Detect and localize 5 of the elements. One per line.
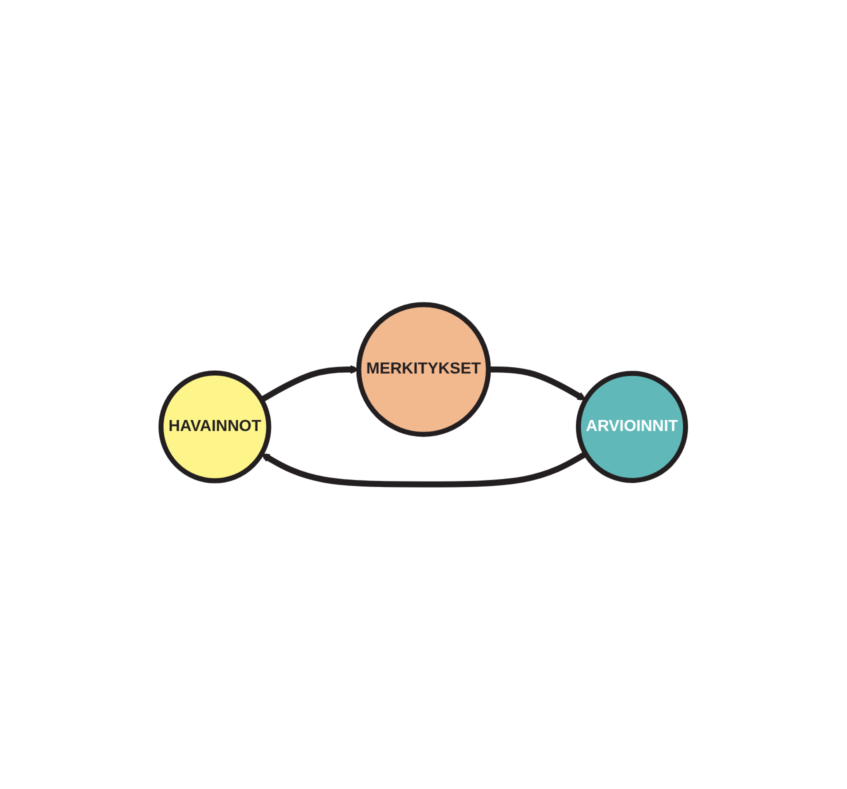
node-circle: HAVAINNOT (158, 370, 272, 484)
node-circle: ARVIOINNIT (576, 370, 688, 483)
arrow (488, 366, 586, 401)
arrow (261, 451, 588, 488)
node-circle: MERKITYKSET (356, 302, 492, 437)
